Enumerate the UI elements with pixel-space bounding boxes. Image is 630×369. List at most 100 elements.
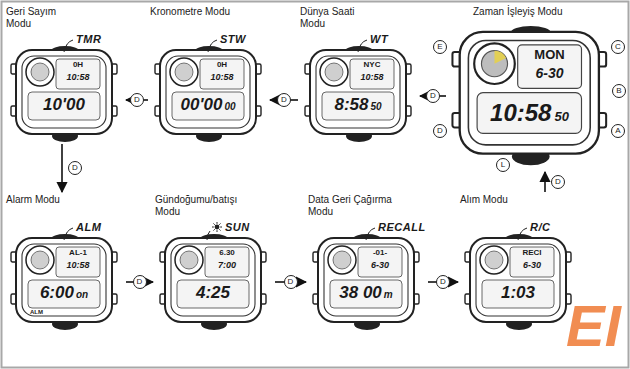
button-label: D: [436, 275, 450, 289]
mode-heading: Geri Sayım Modu: [6, 6, 68, 30]
display-text: R/C: [530, 221, 550, 233]
upper-display: [205, 247, 249, 277]
display-text: ALM: [76, 221, 101, 233]
display-main: 10'00: [28, 94, 100, 116]
display-main: 38 00m: [330, 282, 402, 306]
watch-mode-figure: Data Geri Çağırma ModuRECALL-01-6-3038 0…: [308, 194, 426, 330]
button-label: D: [133, 275, 147, 289]
watch-case: [16, 50, 112, 134]
display-text: -01-: [373, 248, 387, 257]
display-suffix: m: [384, 284, 393, 306]
display-text: 00'00: [181, 94, 223, 116]
display-text: 6:00: [40, 282, 74, 304]
watch-dial: [474, 43, 515, 84]
display-text: 0H: [217, 60, 227, 69]
watch-dial-inner: [31, 63, 49, 81]
upper-display: [200, 59, 244, 89]
watch-illustration: [11, 234, 117, 330]
watch-case: [318, 238, 414, 322]
mode-heading: Zaman İşleyiş Modu: [473, 6, 613, 18]
watch-dial-inner: [481, 51, 507, 77]
display-text: WT: [370, 33, 388, 45]
display-suffix: on: [76, 284, 88, 306]
display-main: 8:5850: [322, 94, 394, 118]
display-text: 1:03: [501, 282, 535, 304]
watch-outline: [150, 6, 268, 142]
watch-dial: [26, 58, 54, 86]
upper-display: [358, 247, 402, 277]
watch-mode-figure: Alım ModuR/C RECI 6-30 1:03: [460, 194, 578, 330]
display-top-line: RECI: [510, 248, 554, 258]
tag-leader: [208, 40, 217, 52]
display-text: SUN: [225, 221, 250, 233]
lower-display: [477, 93, 581, 134]
display-text: 10:58: [66, 260, 89, 270]
button-letter: D: [433, 124, 447, 138]
watch-case: [160, 50, 256, 134]
display-text: 10:58: [360, 72, 383, 82]
watch-illustration: [155, 46, 261, 142]
watch-case: [16, 238, 112, 322]
display-top-line: 0H: [56, 60, 100, 70]
display-text: Dünya Saati Modu: [300, 6, 354, 29]
watch-bezel: [22, 244, 106, 316]
display-text: 8:58: [334, 94, 368, 116]
watch-outline: [448, 4, 618, 170]
watch-dial: [170, 58, 198, 86]
display-top-line: 6.30: [205, 248, 249, 258]
lower-display: [177, 280, 249, 308]
tag-leader: [518, 228, 527, 240]
display-suffix: 50: [370, 96, 381, 118]
watch-outline: [460, 194, 578, 330]
display-time: 10:58: [56, 260, 100, 271]
watch-mode-figure: Zaman İşleyiş ModuMON 6-30 10:5850: [448, 4, 618, 170]
display-text: STW: [220, 33, 246, 45]
mode-heading: Alarm Modu: [6, 194, 116, 206]
display-text: 6-30: [523, 260, 541, 270]
tag-leader: [366, 228, 375, 240]
upper-display: [56, 59, 100, 89]
mode-heading: Gündoğumu/batışı Modu: [155, 194, 265, 218]
display-main: 6:00on: [28, 282, 100, 306]
display-text: 10:58: [490, 99, 551, 127]
watch-bezel: [171, 244, 255, 316]
display-text: NYC: [364, 60, 381, 69]
display-main: 10:5850: [478, 99, 581, 131]
display-text: Alım Modu: [460, 194, 508, 205]
watch-illustration: [465, 234, 571, 330]
watch-illustration: [160, 234, 266, 330]
button-label: D: [68, 161, 82, 175]
display-text: ALM: [30, 309, 43, 315]
display-text: 7:00: [218, 260, 236, 270]
watch-mode-figure: Dünya Saati ModuWT NYC 10:58 8:5850: [300, 6, 418, 142]
watch-outline: [6, 194, 124, 330]
display-text: RECI: [522, 248, 541, 257]
display-date: 6-30: [518, 65, 581, 82]
display-indicator: ALM: [30, 309, 43, 316]
tag-leader: [207, 231, 210, 240]
lower-display: [28, 92, 100, 120]
dial-highlight: [495, 51, 507, 64]
watch-dial-inner: [485, 251, 503, 269]
watch-bezel: [468, 41, 590, 145]
button-label: D: [130, 93, 144, 107]
watch-bezel: [324, 244, 408, 316]
display-top-line: -01-: [358, 248, 402, 258]
display-text: MON: [534, 47, 564, 62]
watch-mode-figure: Kronometre ModuSTW0H10:5800'0000: [150, 6, 268, 142]
display-time: 6-30: [358, 260, 402, 271]
watch-dial-inner: [180, 251, 198, 269]
mode-heading: Data Geri Çağırma Modu: [308, 194, 418, 218]
display-day: MON: [518, 47, 581, 62]
tag-leader: [64, 40, 73, 52]
button-letter: B: [612, 84, 626, 98]
display-time: 7:00: [205, 260, 249, 271]
watch-dial-inner: [325, 63, 343, 81]
watch-dial: [480, 246, 508, 274]
lower-display: [28, 280, 100, 308]
button-letter: A: [611, 124, 625, 138]
mode-tag: TMR: [76, 33, 101, 45]
watch-bezel: [316, 56, 400, 128]
display-text: 10:58: [210, 72, 233, 82]
